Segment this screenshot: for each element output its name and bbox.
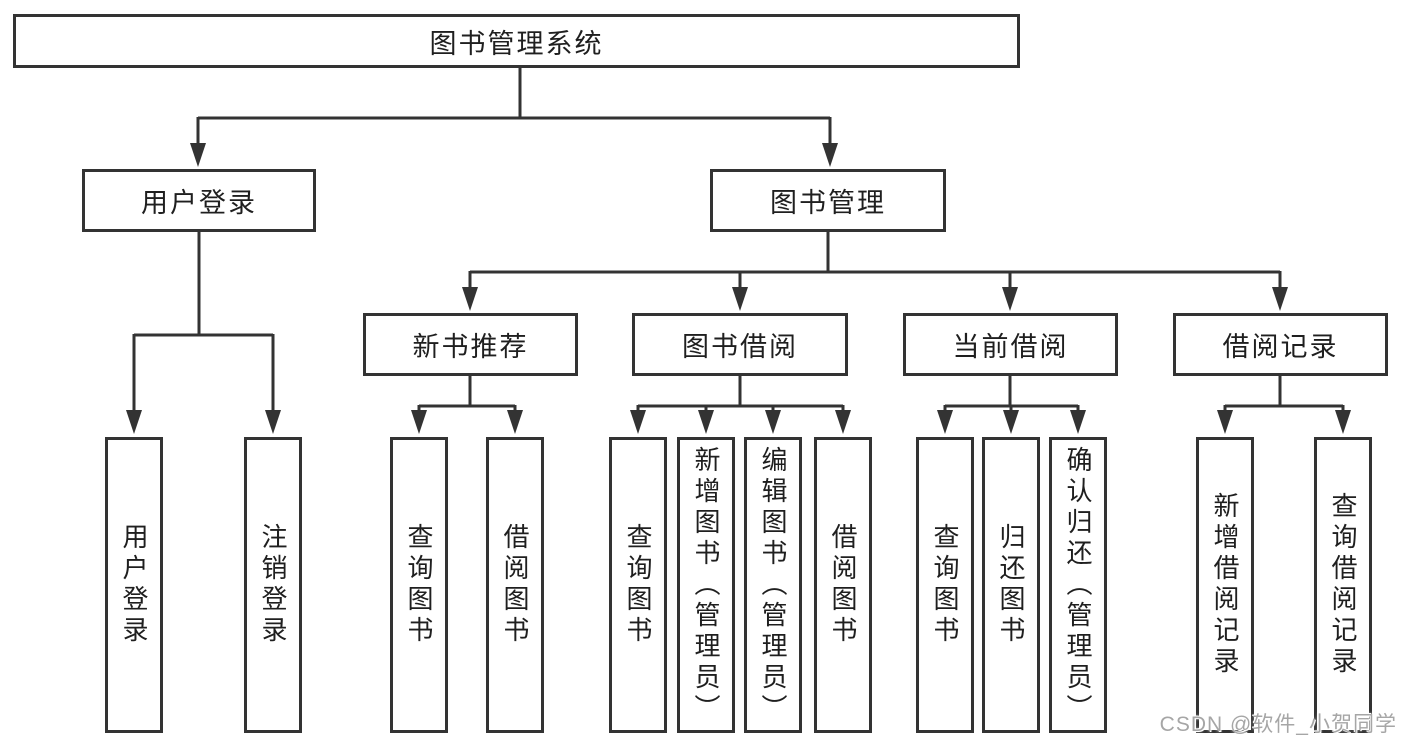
node-new-book-recommend: 新书推荐 xyxy=(363,313,578,376)
node-current-borrow: 当前借阅 xyxy=(903,313,1118,376)
leaf-query-book-recommend: 查询图书 xyxy=(390,437,448,733)
node-new-book-recommend-label: 新书推荐 xyxy=(412,332,529,362)
leaf-add-book-admin: 新增图书（管理员） xyxy=(677,437,735,733)
leaf-add-borrow-record-label: 新增借阅记录 xyxy=(1210,492,1240,678)
leaf-query-book-borrow: 查询图书 xyxy=(609,437,667,733)
node-book-management: 图书管理 xyxy=(710,169,946,232)
node-borrow-records: 借阅记录 xyxy=(1173,313,1388,376)
leaf-edit-book-admin-label: 编辑图书（管理员） xyxy=(758,445,788,725)
leaf-return-book-label: 归还图书 xyxy=(996,523,1026,647)
leaf-add-borrow-record: 新增借阅记录 xyxy=(1196,437,1254,733)
leaf-query-book-borrow-label: 查询图书 xyxy=(623,523,653,647)
leaf-borrow-book-recommend: 借阅图书 xyxy=(486,437,544,733)
leaf-borrow-book-recommend-label: 借阅图书 xyxy=(500,523,530,647)
node-user-login-label: 用户登录 xyxy=(141,188,257,218)
leaf-query-borrow-record: 查询借阅记录 xyxy=(1314,437,1372,733)
leaf-add-book-admin-label: 新增图书（管理员） xyxy=(691,445,721,725)
leaf-user-login-label: 用户登录 xyxy=(119,523,149,647)
arrowheads xyxy=(126,143,1351,434)
leaf-return-book: 归还图书 xyxy=(982,437,1040,733)
leaf-user-login: 用户登录 xyxy=(105,437,163,733)
node-current-borrow-label: 当前借阅 xyxy=(952,332,1069,362)
leaf-query-book-recommend-label: 查询图书 xyxy=(404,523,434,647)
node-root-label: 图书管理系统 xyxy=(429,28,604,59)
leaf-logout: 注销登录 xyxy=(244,437,302,733)
leaf-confirm-return-admin-label: 确认归还（管理员） xyxy=(1063,445,1093,725)
leaf-borrow-book: 借阅图书 xyxy=(814,437,872,733)
node-user-login: 用户登录 xyxy=(82,169,316,232)
csdn-watermark: CSDN @软件_小贺同学 xyxy=(1159,713,1397,736)
leaf-confirm-return-admin: 确认归还（管理员） xyxy=(1049,437,1107,733)
node-borrow-records-label: 借阅记录 xyxy=(1222,332,1339,362)
leaf-query-book-current-label: 查询图书 xyxy=(930,523,960,647)
leaf-edit-book-admin: 编辑图书（管理员） xyxy=(744,437,802,733)
leaf-query-book-current: 查询图书 xyxy=(916,437,974,733)
node-book-borrow-label: 图书借阅 xyxy=(682,332,798,362)
leaf-borrow-book-label: 借阅图书 xyxy=(828,523,858,647)
leaf-query-borrow-record-label: 查询借阅记录 xyxy=(1328,492,1358,678)
node-root: 图书管理系统 xyxy=(13,14,1020,68)
leaf-logout-label: 注销登录 xyxy=(258,523,288,647)
node-book-borrow: 图书借阅 xyxy=(632,313,848,376)
node-book-management-label: 图书管理 xyxy=(770,188,886,218)
